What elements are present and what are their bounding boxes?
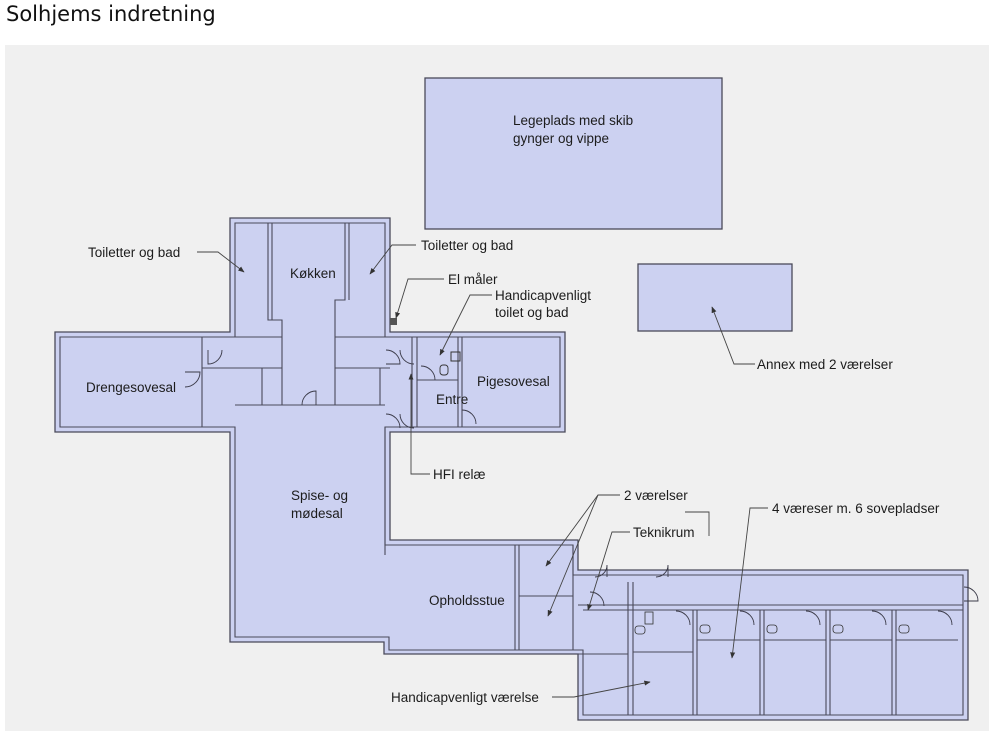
doors <box>184 349 979 626</box>
hc-toilet-callout-line1: Handicapvenligt <box>495 288 591 303</box>
living-room-label: Opholdsstue <box>429 593 505 608</box>
kitchen-label: Køkken <box>290 266 336 281</box>
toilets-left-callout: Toiletter og bad <box>88 245 180 260</box>
four-rooms-callout: 4 væreser m. 6 sovepladser <box>772 501 940 516</box>
playground-area <box>424 77 723 230</box>
el-meter-callout: El måler <box>448 272 498 287</box>
two-rooms-callout: 2 værelser <box>624 488 688 503</box>
hc-toilet-callout-line2: toilet og bad <box>495 305 569 320</box>
dining-label-line2: mødesal <box>291 506 343 521</box>
annex-building <box>637 263 793 332</box>
hc-room-callout: Handicapvenligt værelse <box>391 690 539 705</box>
entrance-label: Entre <box>436 392 468 407</box>
callout-pointers <box>197 244 768 698</box>
sanitary-fixtures <box>439 351 910 635</box>
el-meter-box <box>390 318 397 325</box>
page-title: Solhjems indretning <box>6 2 216 26</box>
playground-label-line2: gynger og vippe <box>513 131 609 146</box>
tech-room-callout: Teknikrum <box>633 525 695 540</box>
boys-dorm-label: Drengesovesal <box>86 380 176 395</box>
dining-label-line1: Spise- og <box>291 488 348 503</box>
playground-label-line1: Legeplads med skib <box>513 113 633 128</box>
annex-callout: Annex med 2 værelser <box>757 357 893 372</box>
girls-dorm-label: Pigesovesal <box>477 374 550 389</box>
hfi-relay-callout: HFI relæ <box>433 467 486 482</box>
toilets-right-callout: Toiletter og bad <box>421 238 513 253</box>
